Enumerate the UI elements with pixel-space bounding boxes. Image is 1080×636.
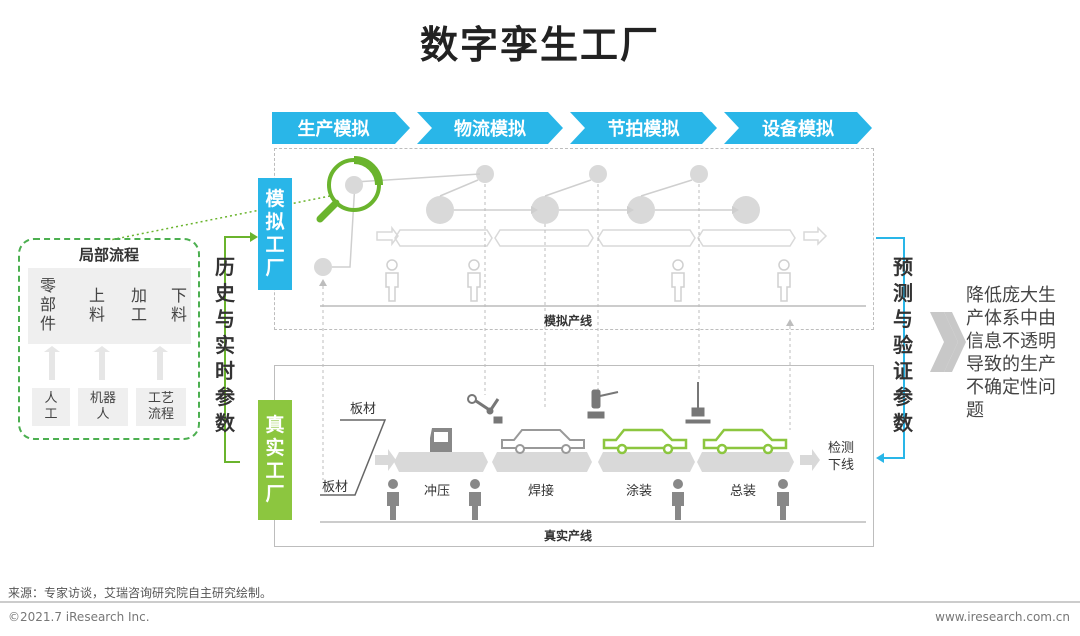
magnifier-icon [316, 156, 383, 223]
sheet-label-top: 板材 [350, 402, 377, 417]
input-manual: 人工 [32, 388, 70, 426]
result-text: 降低庞大生产体系中由信息不透明导致的生产不确定性问题 [966, 285, 1056, 421]
history-params-label: 历史与实时参数 [215, 255, 235, 435]
step-equipment-sim: 设备模拟 [762, 119, 834, 140]
predict-params-label: 预测与验证参数 [893, 255, 913, 435]
sim-worker-icons [385, 259, 791, 302]
sim-factory-label: 模拟工厂 [258, 178, 292, 290]
vertical-arrowheads [319, 279, 794, 326]
result-chevrons [930, 312, 966, 372]
step-process: 加工 [130, 286, 147, 324]
zoom-link [109, 195, 331, 241]
sheet-label-left: 板材 [322, 480, 349, 495]
sheet-lines [320, 419, 387, 496]
sim-arrowheads [531, 206, 739, 214]
robot-arm-icons [467, 382, 711, 424]
step-load: 上料 [88, 286, 105, 324]
sim-line-label: 模拟产线 [543, 314, 592, 328]
car-icons [501, 428, 788, 455]
page-title: 数字孪生工厂 [419, 23, 660, 67]
station-assembly: 总装 [730, 484, 757, 499]
step-logistics-sim: 物流模拟 [454, 119, 526, 140]
station-welding: 焊接 [528, 484, 555, 499]
input-process-flow: 工艺流程 [136, 388, 186, 426]
sim-connectors [332, 173, 732, 268]
sim-factory-box [274, 148, 874, 330]
step-tact-sim: 节拍模拟 [607, 119, 680, 140]
input-robot: 机器人 [78, 388, 128, 426]
step-unload: 下料 [170, 286, 187, 324]
step-parts: 零部件 [39, 276, 56, 333]
local-process-steps [28, 268, 191, 344]
step-production-sim: 生产模拟 [297, 119, 370, 140]
sim-nodes [314, 165, 760, 276]
door-icon [430, 428, 452, 452]
real-line-label: 真实产线 [543, 529, 592, 543]
footer-copyright: ©2021.7 iResearch Inc. [8, 610, 150, 624]
predict-bracket [876, 237, 905, 459]
real-worker-icons [387, 479, 789, 520]
real-factory-label: 真实工厂 [258, 400, 292, 520]
local-up-arrows [44, 346, 168, 380]
source-note: 来源：专家访谈，艾瑞咨询研究院自主研究绘制。 [8, 586, 273, 600]
local-process-title: 局部流程 [78, 246, 139, 264]
footer-website[interactable]: www.iresearch.com.cn [935, 610, 1070, 624]
local-process-box [18, 238, 200, 440]
vertical-links [322, 184, 791, 480]
history-bracket [224, 236, 255, 463]
station-stamping: 冲压 [424, 484, 451, 499]
station-painting: 涂装 [626, 484, 653, 499]
station-inspection: 检测下线 [828, 441, 855, 473]
real-factory-box [274, 365, 874, 547]
real-conveyor [375, 449, 820, 472]
top-step-chevrons [272, 112, 872, 144]
